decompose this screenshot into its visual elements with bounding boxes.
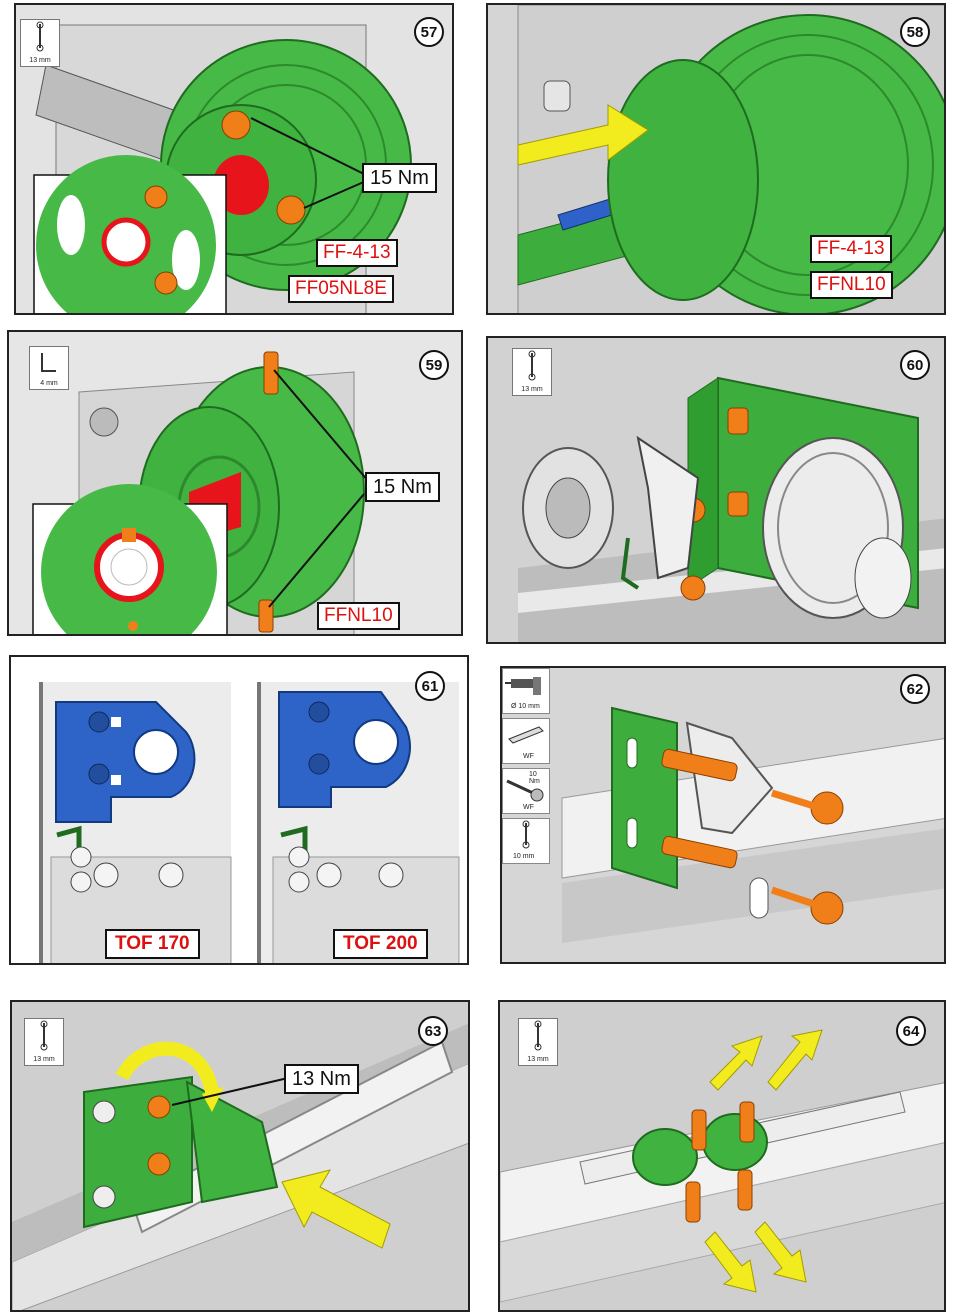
step-57-illustration [16,5,452,313]
step-63-panel: 13 mm 63 13 Nm [10,1000,470,1312]
step-number: 59 [419,350,449,380]
tool-screw-icon: 10 Nm WF [502,768,550,814]
step-number: 62 [900,674,930,704]
step-61-panel: 61 TOF 170 TOF 200 [9,655,469,965]
wrench-icon [528,350,536,381]
tool-drill-icon: Ø 10 mm [502,668,550,714]
tool-wrench-icon: 13 mm [24,1018,64,1066]
tof-label: TOF 200 [333,929,428,959]
part-label: FFNL10 [810,271,893,299]
part-label: FF-4-13 [316,239,398,267]
part-label: FFNL10 [317,602,400,630]
tool-size-label: 13 mm [521,386,543,393]
step-58-illustration [488,5,944,313]
step-64-illustration [500,1002,944,1310]
tool-wrench-icon: 13 mm [512,348,552,396]
step-57-panel: 13 mm 57 15 Nm FF-4-13 FF05NL8E [14,3,454,315]
plug-label: WF [523,753,534,760]
drill-icon [505,677,541,695]
step-number: 58 [900,17,930,47]
tool-wrench-icon: 13 mm [518,1018,558,1066]
screw-label: WF [523,804,534,811]
part-label: FF-4-13 [810,235,892,263]
tool-size-label: 13 mm [29,57,51,64]
step-58-panel: 58 FF-4-13 FFNL10 [486,3,946,315]
hex-key-icon [41,353,56,372]
step-60-panel: 13 mm 60 [486,336,946,644]
screw-icon [506,779,544,802]
step-number: 57 [414,17,444,47]
tool-wrench-icon: 10 mm [502,818,550,864]
step-number: 63 [418,1016,448,1046]
drill-size-label: Ø 10 mm [511,703,540,710]
wrench-icon [40,1020,48,1051]
step-62-panel: Ø 10 mm WF 10 Nm WF 10 mm 62 [500,666,946,964]
wrench-size-label: 10 mm [513,853,535,860]
wrench-icon [534,1020,542,1051]
step-63-illustration [12,1002,468,1310]
wrench-icon [522,820,530,849]
step-59-panel: 4 mm 59 15 Nm FFNL10 [7,330,463,636]
step-64-panel: 13 mm 64 [498,1000,946,1312]
torque-callout: 13 Nm [284,1064,359,1094]
step-62-illustration [502,668,944,962]
tool-size-label: 13 mm [527,1056,549,1063]
tool-size-label: 4 mm [40,380,58,387]
step-number: 64 [896,1016,926,1046]
torque-callout: 15 Nm [365,472,440,502]
step-60-illustration [488,338,944,642]
tool-size-label: 13 mm [33,1056,55,1063]
step-61-illustration [39,682,460,963]
wall-plug-icon [508,726,544,744]
part-label: FF05NL8E [288,275,394,303]
torque-label: 10 Nm [529,771,540,785]
tool-hex-key-icon: 4 mm [29,346,69,390]
tof-label: TOF 170 [105,929,200,959]
wrench-icon [36,21,44,52]
tool-wall-plug-icon: WF [502,718,550,764]
tool-wrench-icon: 13 mm [20,19,60,67]
step-number: 61 [415,671,445,701]
step-number: 60 [900,350,930,380]
torque-callout: 15 Nm [362,163,437,193]
